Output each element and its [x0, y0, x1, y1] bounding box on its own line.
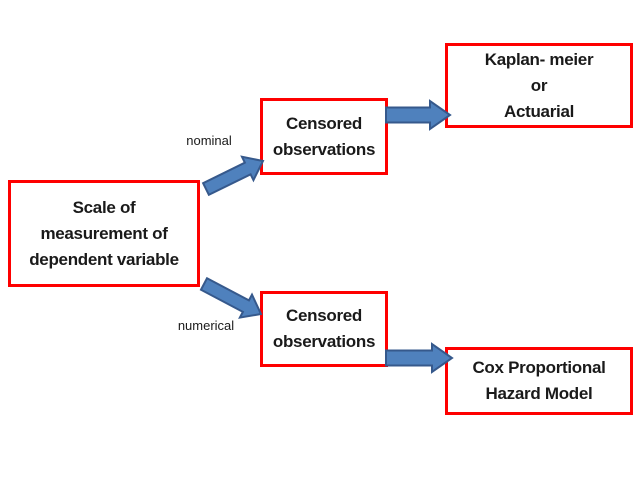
node-text-line: observations [272, 332, 376, 351]
node-cox-proportional-hazard-model: Cox Proportional Hazard Model [445, 347, 633, 415]
node-text-line: measurement of [40, 223, 168, 243]
node-text-line: or [530, 75, 548, 95]
node-text-line: Kaplan- meier [484, 49, 594, 69]
node-kaplan-meier-or-actuarial: Kaplan- meier or Actuarial [445, 43, 633, 128]
node-text-line: Censored [285, 113, 362, 133]
node-text-line: Cox Proportional [472, 358, 606, 377]
node-text-line: Actuarial [503, 101, 575, 121]
node-text-line: Censored [285, 306, 362, 325]
edge-label-numerical: numerical [177, 318, 235, 333]
edge-label-nominal: nominal [186, 133, 232, 148]
node-text-line: dependent variable [29, 249, 179, 269]
connector-arrow-censored-to-cox [385, 342, 454, 374]
node-text-line: observations [272, 139, 376, 159]
node-censored-observations-top: Censored observations [260, 98, 388, 175]
node-text-line: Hazard Model [485, 384, 593, 403]
node-text-line: Scale of [72, 197, 136, 217]
connector-arrow-censored-to-kaplan [385, 99, 452, 131]
connector-arrow-nominal [201, 155, 265, 197]
node-censored-observations-bottom: Censored observations [260, 291, 388, 367]
node-scale-of-measurement: Scale of measurement of dependent variab… [8, 180, 200, 287]
